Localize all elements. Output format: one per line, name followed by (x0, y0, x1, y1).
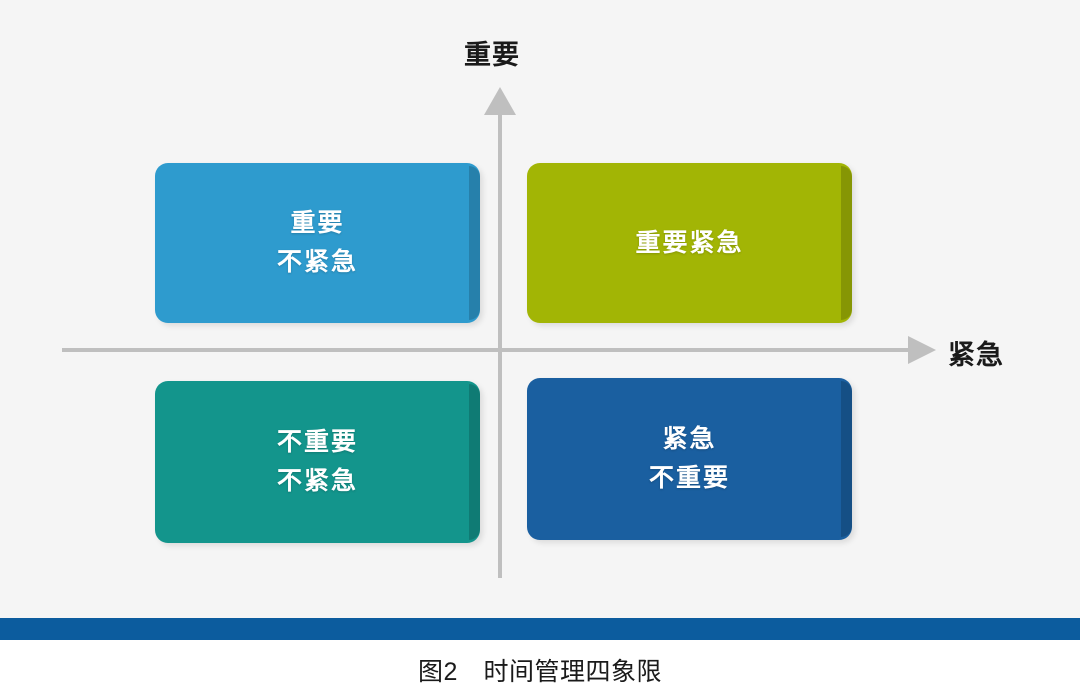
figure-caption-text: 图2 时间管理四象限 (418, 657, 662, 686)
section-divider-bar (0, 618, 1080, 640)
horizontal-axis-line (62, 348, 914, 352)
quadrant-important-urgent[interactable]: 重要紧急 (527, 163, 852, 323)
quadrant-label-line: 不重要 (276, 428, 358, 457)
arrow-up-icon (484, 87, 516, 115)
quadrant-label-line: 不紧急 (276, 248, 358, 276)
quadrant-urgent-not-important[interactable]: 紧急 不重要 (527, 378, 852, 540)
quadrant-not-important-not-urgent[interactable]: 不重要 不紧急 (155, 381, 480, 543)
arrow-right-icon (908, 336, 936, 364)
vertical-axis-label: 重要 (464, 40, 520, 70)
quadrant-label-line: 重要 (290, 209, 345, 238)
quadrant-label-line: 紧急 (662, 425, 717, 454)
quadrant-label-line: 重要紧急 (635, 228, 744, 257)
quadrant-label-line: 不重要 (648, 464, 730, 492)
quadrant-important-not-urgent[interactable]: 重要 不紧急 (155, 163, 480, 323)
horizontal-axis-label: 紧急 (948, 340, 1004, 370)
figure-caption: 图2 时间管理四象限 (0, 640, 1080, 699)
quadrant-label-line: 不紧急 (276, 467, 358, 495)
time-management-matrix-diagram: 重要 紧急 重要 不紧急 重要紧急 不重要 不紧急 紧急 不重要 (62, 40, 1004, 578)
vertical-axis-line (498, 108, 502, 578)
